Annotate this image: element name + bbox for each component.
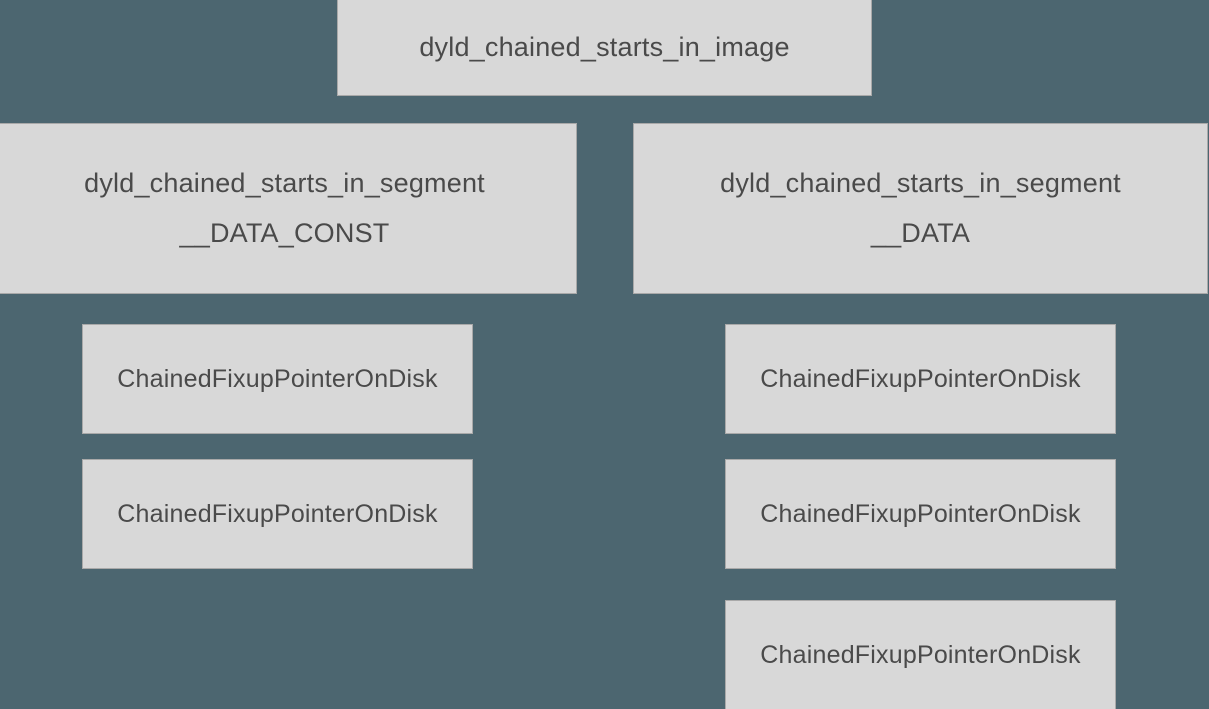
node-label: ChainedFixupPointerOnDisk bbox=[117, 499, 438, 528]
node-segment-data-const: dyld_chained_starts_in_segment __DATA_CO… bbox=[0, 123, 577, 294]
node-chained-fixup-pointer-left-2: ChainedFixupPointerOnDisk bbox=[82, 459, 473, 569]
node-label: dyld_chained_starts_in_image bbox=[419, 31, 790, 62]
node-chained-fixup-pointer-right-1: ChainedFixupPointerOnDisk bbox=[725, 324, 1116, 434]
node-label: dyld_chained_starts_in_segment bbox=[84, 168, 485, 198]
node-segment-name: __DATA_CONST bbox=[179, 218, 390, 248]
node-label: ChainedFixupPointerOnDisk bbox=[117, 364, 438, 393]
node-label: dyld_chained_starts_in_segment bbox=[720, 168, 1121, 198]
node-chained-fixup-pointer-left-1: ChainedFixupPointerOnDisk bbox=[82, 324, 473, 434]
node-chained-fixup-pointer-right-2: ChainedFixupPointerOnDisk bbox=[725, 459, 1116, 569]
node-label: ChainedFixupPointerOnDisk bbox=[760, 640, 1081, 669]
node-segment-data: dyld_chained_starts_in_segment __DATA bbox=[633, 123, 1208, 294]
node-label: ChainedFixupPointerOnDisk bbox=[760, 364, 1081, 393]
node-chained-fixup-pointer-right-3: ChainedFixupPointerOnDisk bbox=[725, 600, 1116, 709]
node-segment-name: __DATA bbox=[870, 218, 971, 248]
node-label: ChainedFixupPointerOnDisk bbox=[760, 499, 1081, 528]
node-dyld-chained-starts-in-image: dyld_chained_starts_in_image bbox=[337, 0, 872, 96]
